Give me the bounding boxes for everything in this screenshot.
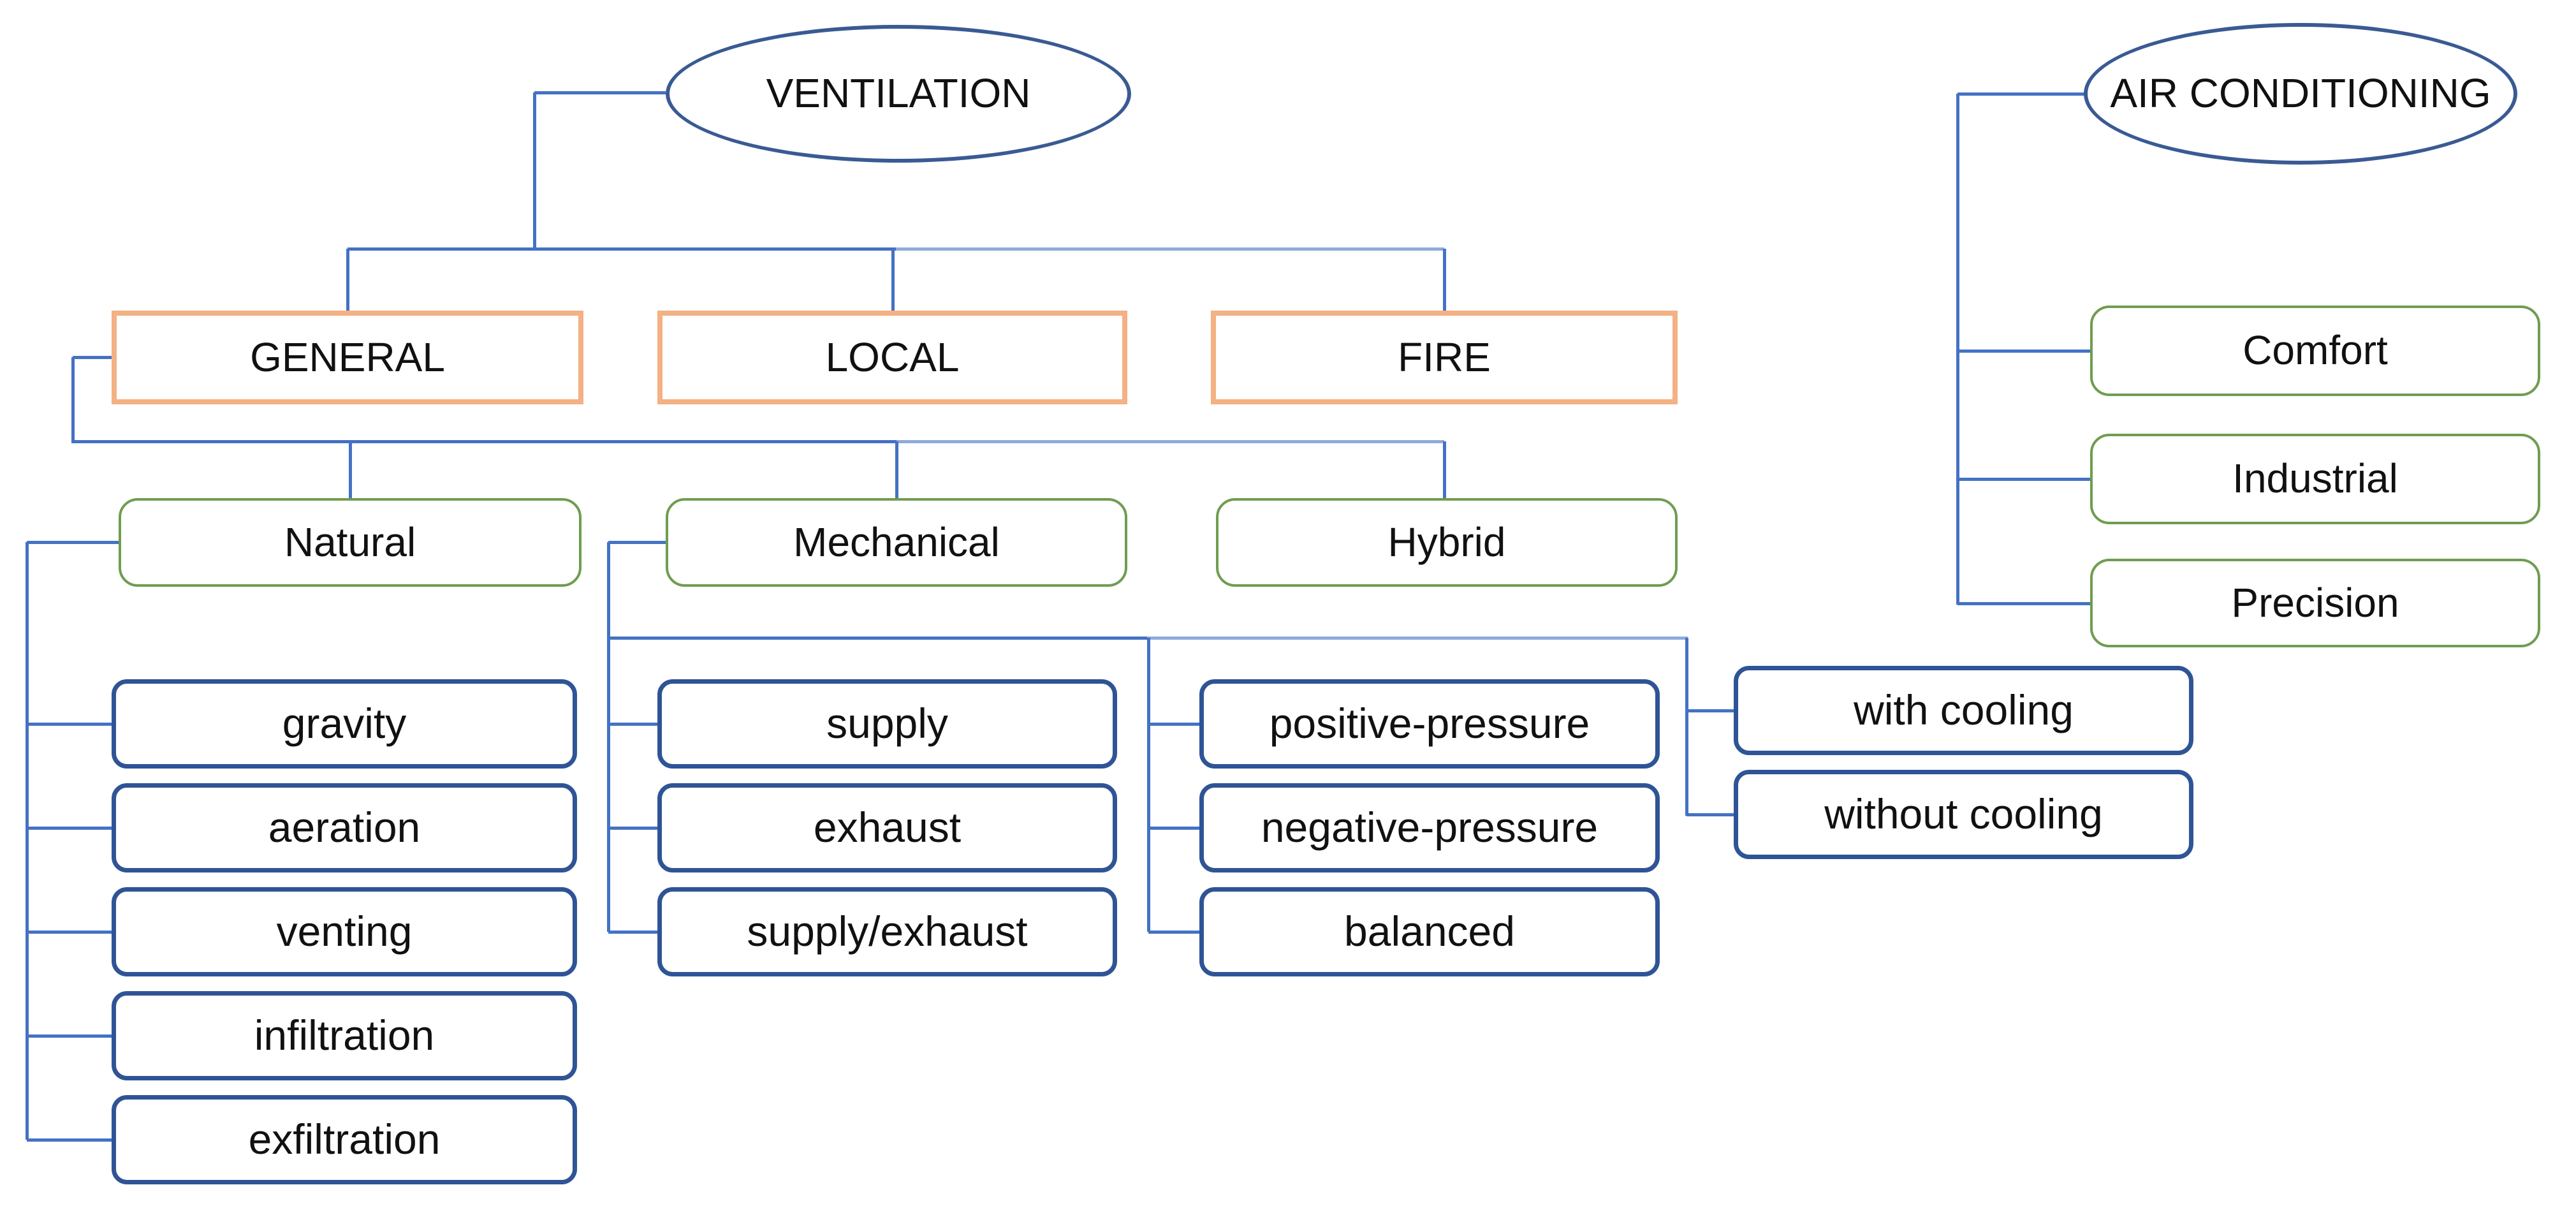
node-ventilation: VENTILATION	[666, 25, 1131, 163]
connector-natural-trunk-v	[26, 542, 29, 1140]
connector-pressure-trunk-v	[1147, 638, 1150, 932]
connector-stub-local	[891, 249, 895, 312]
connector-ventilation-elbow-h	[534, 91, 666, 94]
node-balanced: balanced	[1199, 887, 1660, 976]
connector-stub-supply	[608, 723, 659, 726]
connector-stub-positive-pressure	[1148, 723, 1201, 726]
connector-stub-supply-exhaust	[608, 931, 659, 934]
node-hybrid: Hybrid	[1216, 498, 1678, 587]
connector-stub-industrial	[1958, 478, 2091, 481]
connector-stub-balanced	[1148, 931, 1201, 934]
node-supply-exhaust: supply/exhaust	[657, 887, 1117, 976]
node-venting: venting	[112, 887, 577, 976]
connector-general-trunk-v	[71, 357, 75, 443]
connector-stub-exfiltration	[27, 1138, 113, 1142]
node-exfiltration: exfiltration	[112, 1095, 577, 1184]
node-local: LOCAL	[657, 311, 1127, 404]
node-general: GENERAL	[112, 311, 583, 404]
node-without-cooling: without cooling	[1734, 770, 2193, 859]
connector-stub-with-cooling	[1687, 709, 1735, 712]
node-infiltration: infiltration	[112, 991, 577, 1080]
connector-stub-precision	[1958, 602, 2091, 605]
connector-row2-bus-left	[71, 440, 896, 443]
connector-general-elbow-h	[73, 356, 114, 359]
connector-stub-exhaust	[608, 827, 659, 830]
node-negative-pressure: negative-pressure	[1199, 783, 1660, 872]
connector-row3-bus-right	[1147, 637, 1688, 640]
node-industrial: Industrial	[2090, 434, 2540, 524]
connector-aircond-elbow-h	[1958, 92, 2085, 96]
connector-stub-hybrid	[1443, 441, 1446, 499]
connector-ventilation-trunk-v	[533, 92, 536, 249]
connector-stub-infiltration	[27, 1034, 113, 1038]
node-positive-pressure: positive-pressure	[1199, 679, 1660, 769]
connector-ventilation-bus-left	[348, 247, 896, 251]
connector-stub-comfort	[1958, 350, 2091, 353]
node-mechanical: Mechanical	[666, 498, 1127, 587]
node-comfort: Comfort	[2090, 306, 2540, 396]
connector-stub-negative-pressure	[1148, 827, 1201, 830]
node-fire: FIRE	[1211, 311, 1678, 404]
connector-ventilation-bus-right	[896, 247, 1444, 251]
connector-aircond-trunk-v	[1956, 94, 1959, 605]
node-exhaust: exhaust	[657, 783, 1117, 872]
connector-row2-bus-right	[896, 440, 1444, 443]
node-with-cooling: with cooling	[1734, 666, 2193, 755]
connector-natural-elbow-h	[27, 541, 120, 544]
node-aeration: aeration	[112, 783, 577, 872]
connector-cooling-trunk-v	[1685, 638, 1688, 816]
connector-stub-venting	[27, 931, 113, 934]
node-air-conditioning: AIR CONDITIONING	[2084, 23, 2517, 165]
node-supply: supply	[657, 679, 1117, 769]
node-gravity: gravity	[112, 679, 577, 769]
connector-stub-mechanical	[895, 441, 898, 499]
connector-stub-without-cooling	[1687, 813, 1735, 816]
node-precision: Precision	[2090, 559, 2540, 647]
connector-row3-bus-left	[607, 637, 1148, 640]
connector-stub-general	[346, 249, 349, 312]
connector-stub-aeration	[27, 827, 113, 830]
connector-stub-natural	[349, 441, 352, 499]
connector-mechanical-trunk-v	[607, 542, 610, 932]
node-natural: Natural	[119, 498, 582, 587]
connector-stub-gravity	[27, 723, 113, 726]
connector-mechanical-elbow-h	[608, 541, 667, 544]
connector-stub-fire	[1443, 249, 1446, 312]
